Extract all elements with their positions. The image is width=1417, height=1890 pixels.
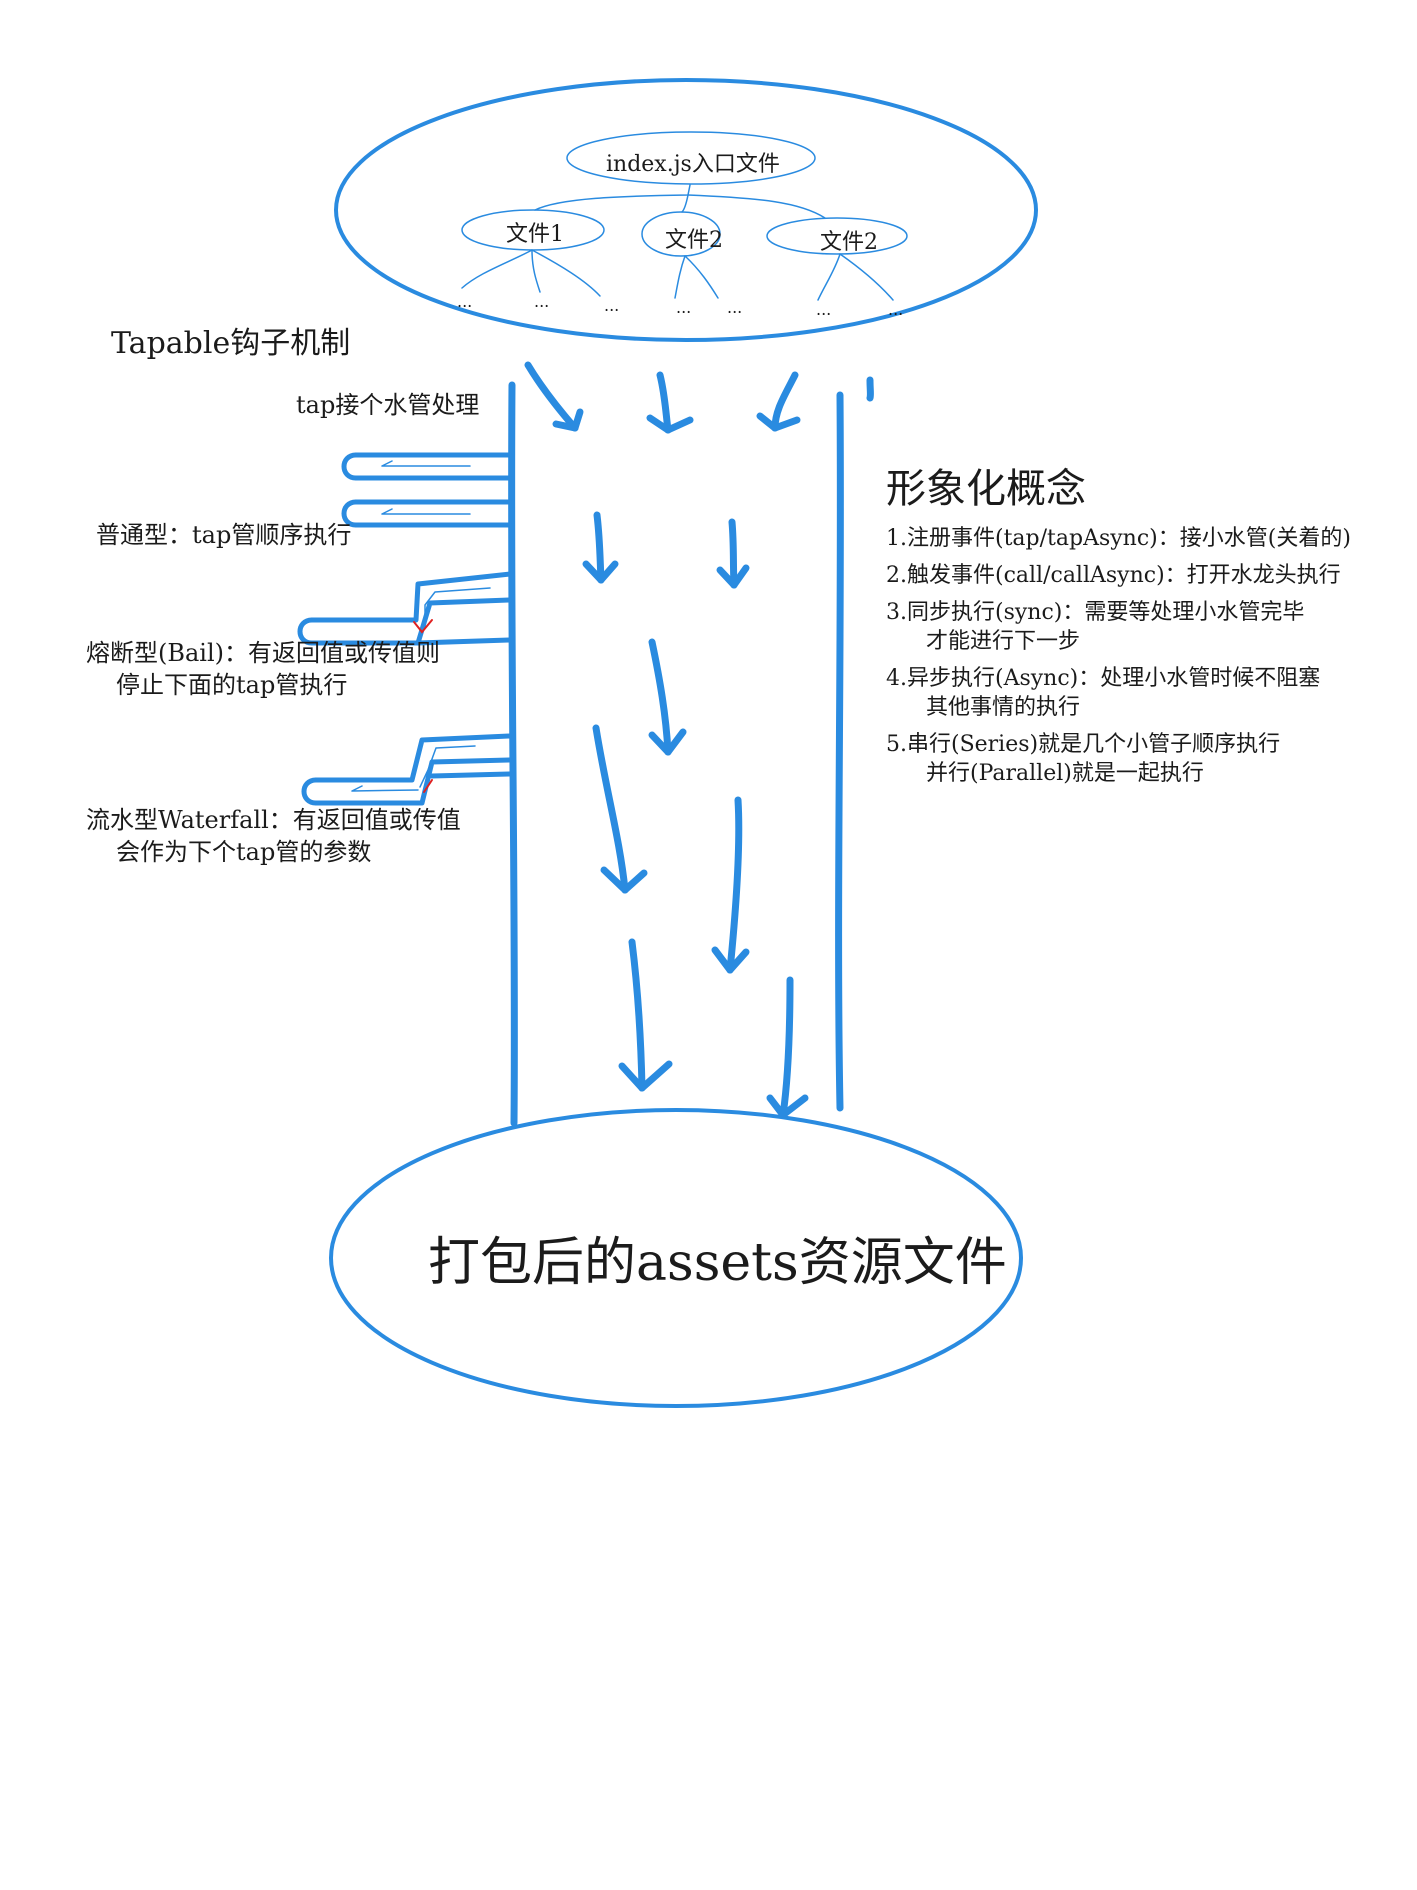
tree-connectors <box>461 184 894 301</box>
diagram-title: Tapable钩子机制 <box>111 326 351 361</box>
waterfall-type-label: 流水型Waterfall：有返回值或传值 会作为下个tap管的参数 <box>86 804 461 868</box>
bail-type-label-line1: 熔断型(Bail)：有返回值或传值则 <box>86 639 441 667</box>
file2b-node-label: 文件2 <box>820 230 878 255</box>
concept-item-5: 5.串行(Series)就是几个小管子顺序执行 <box>886 732 1281 757</box>
output-ellipse <box>329 1108 1023 1408</box>
concept-item-2: 2.触发事件(call/callAsync)：打开水龙头执行 <box>886 563 1341 588</box>
file2a-node-ellipse <box>641 211 721 257</box>
root-node-ellipse <box>566 131 816 185</box>
concept-item-1: 1.注册事件(tap/tapAsync)：接小水管(关着的) <box>886 526 1351 551</box>
root-node-label: index.js入口文件 <box>606 152 780 177</box>
normal-tap-flow-lines <box>381 460 471 515</box>
main-pipe <box>508 376 874 1127</box>
concept-item-5-cont: 并行(Parallel)就是一起执行 <box>926 761 1204 786</box>
file2b-node-ellipse <box>766 217 908 255</box>
concepts-list: 1.注册事件(tap/tapAsync)：接小水管(关着的) 2.触发事件(ca… <box>886 520 1351 792</box>
source-ellipse <box>334 78 1038 342</box>
waterfall-type-label-line1: 流水型Waterfall：有返回值或传值 <box>86 806 461 834</box>
bail-flow-lines <box>424 587 491 629</box>
leaf-ellipsis: ... <box>727 298 743 317</box>
waterfall-type-label-line2: 会作为下个tap管的参数 <box>116 838 372 866</box>
normal-type-label: 普通型：tap管顺序执行 <box>96 521 352 549</box>
output-label: 打包后的assets资源文件 <box>428 1233 1007 1293</box>
concept-item-3-cont: 才能进行下一步 <box>926 629 1081 654</box>
normal-tap-pipes <box>341 452 513 528</box>
leaf-ellipsis: ... <box>534 292 550 311</box>
bail-type-label-line2: 停止下面的tap管执行 <box>116 671 348 699</box>
file1-node-label: 文件1 <box>506 222 564 247</box>
concept-item-4-cont: 其他事情的执行 <box>926 695 1081 720</box>
leaf-ellipsis: ... <box>604 296 620 315</box>
concepts-title: 形象化概念 <box>886 466 1086 512</box>
leaf-ellipsis: ... <box>888 300 904 319</box>
file2a-node-label: 文件2 <box>665 228 723 253</box>
bail-stop-mark <box>413 619 433 634</box>
concept-item-4: 4.异步执行(Async)：处理小水管时候不阻塞 <box>886 666 1321 691</box>
bail-type-label: 熔断型(Bail)：有返回值或传值则 停止下面的tap管执行 <box>86 637 440 701</box>
leaf-ellipsis: ... <box>676 298 692 317</box>
waterfall-pass-mark <box>423 779 433 793</box>
leaf-ellipsis: ... <box>816 300 832 319</box>
leaf-ellipsis: ... <box>457 292 473 311</box>
tap-label: tap接个水管处理 <box>296 391 480 419</box>
flow-arrows <box>524 361 809 1119</box>
waterfall-flow-lines <box>351 745 476 792</box>
concept-item-3: 3.同步执行(sync)：需要等处理小水管完毕 <box>886 600 1305 625</box>
waterfall-tap-pipe <box>301 733 513 806</box>
bail-tap-pipe <box>297 571 513 646</box>
